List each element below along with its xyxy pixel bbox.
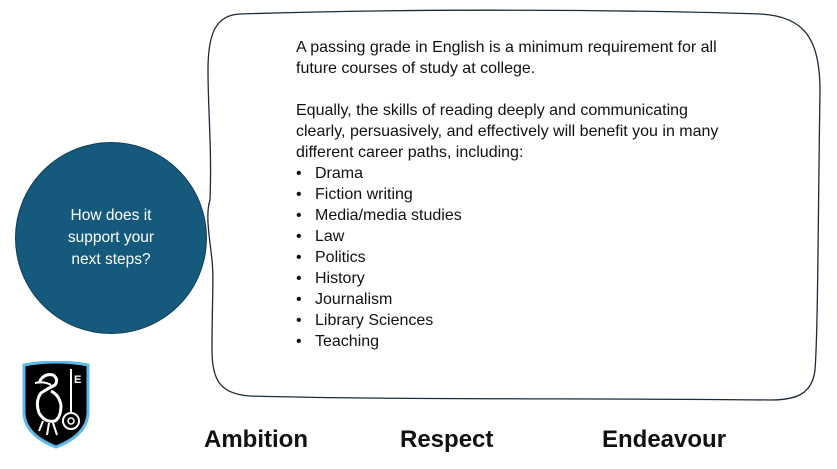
list-item: Fiction writing <box>296 184 736 205</box>
paragraph: Equally, the skills of reading deeply an… <box>296 102 719 161</box>
list-item: Library Sciences <box>296 310 736 331</box>
question-text: How does it support your next steps? <box>67 207 155 268</box>
list-item: Politics <box>296 247 736 268</box>
list-item: Media/media studies <box>296 205 736 226</box>
list-item: Drama <box>296 163 736 184</box>
school-crest-logo: E <box>22 361 90 449</box>
paragraph: A passing grade in English is a minimum … <box>296 39 717 77</box>
value-respect: Respect <box>400 426 494 453</box>
list-item: History <box>296 268 736 289</box>
svg-text:E: E <box>74 374 81 386</box>
question-circle: How does it support your next steps? <box>15 142 207 334</box>
list-item: Teaching <box>296 331 736 352</box>
career-list: Drama Fiction writing Media/media studie… <box>296 163 736 352</box>
list-item: Law <box>296 226 736 247</box>
value-ambition: Ambition <box>204 426 308 453</box>
content-text: A passing grade in English is a minimum … <box>296 37 736 352</box>
list-item: Journalism <box>296 289 736 310</box>
value-endeavour: Endeavour <box>602 426 727 453</box>
